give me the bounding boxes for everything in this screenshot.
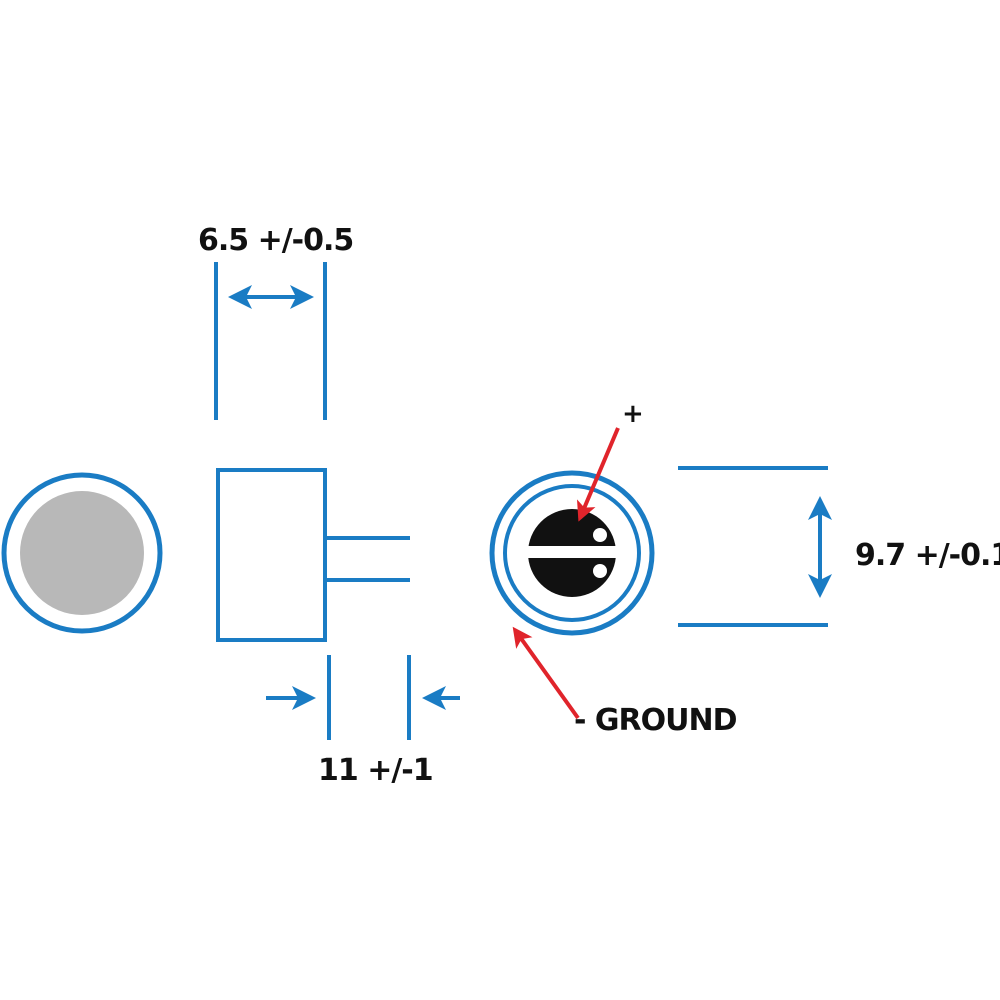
ground-label: - GROUND [574,703,737,738]
diameter-label: 9.7 +/-0.1 [855,538,1000,573]
ground-terminal [593,564,607,578]
side-view [216,468,410,642]
positive-label: + [622,399,643,429]
ground-pointer-arrow [512,626,580,720]
positive-pointer-arrow [577,427,620,522]
width-label: 6.5 +/-0.5 [198,223,353,258]
pin-length-dimension [266,655,460,740]
pin-length-label: 11 +/-1 [318,753,433,788]
front-view [1,472,163,634]
width-dimension [214,262,327,420]
positive-terminal [593,528,607,542]
rear-view [489,470,655,636]
diameter-dimension [678,466,832,627]
